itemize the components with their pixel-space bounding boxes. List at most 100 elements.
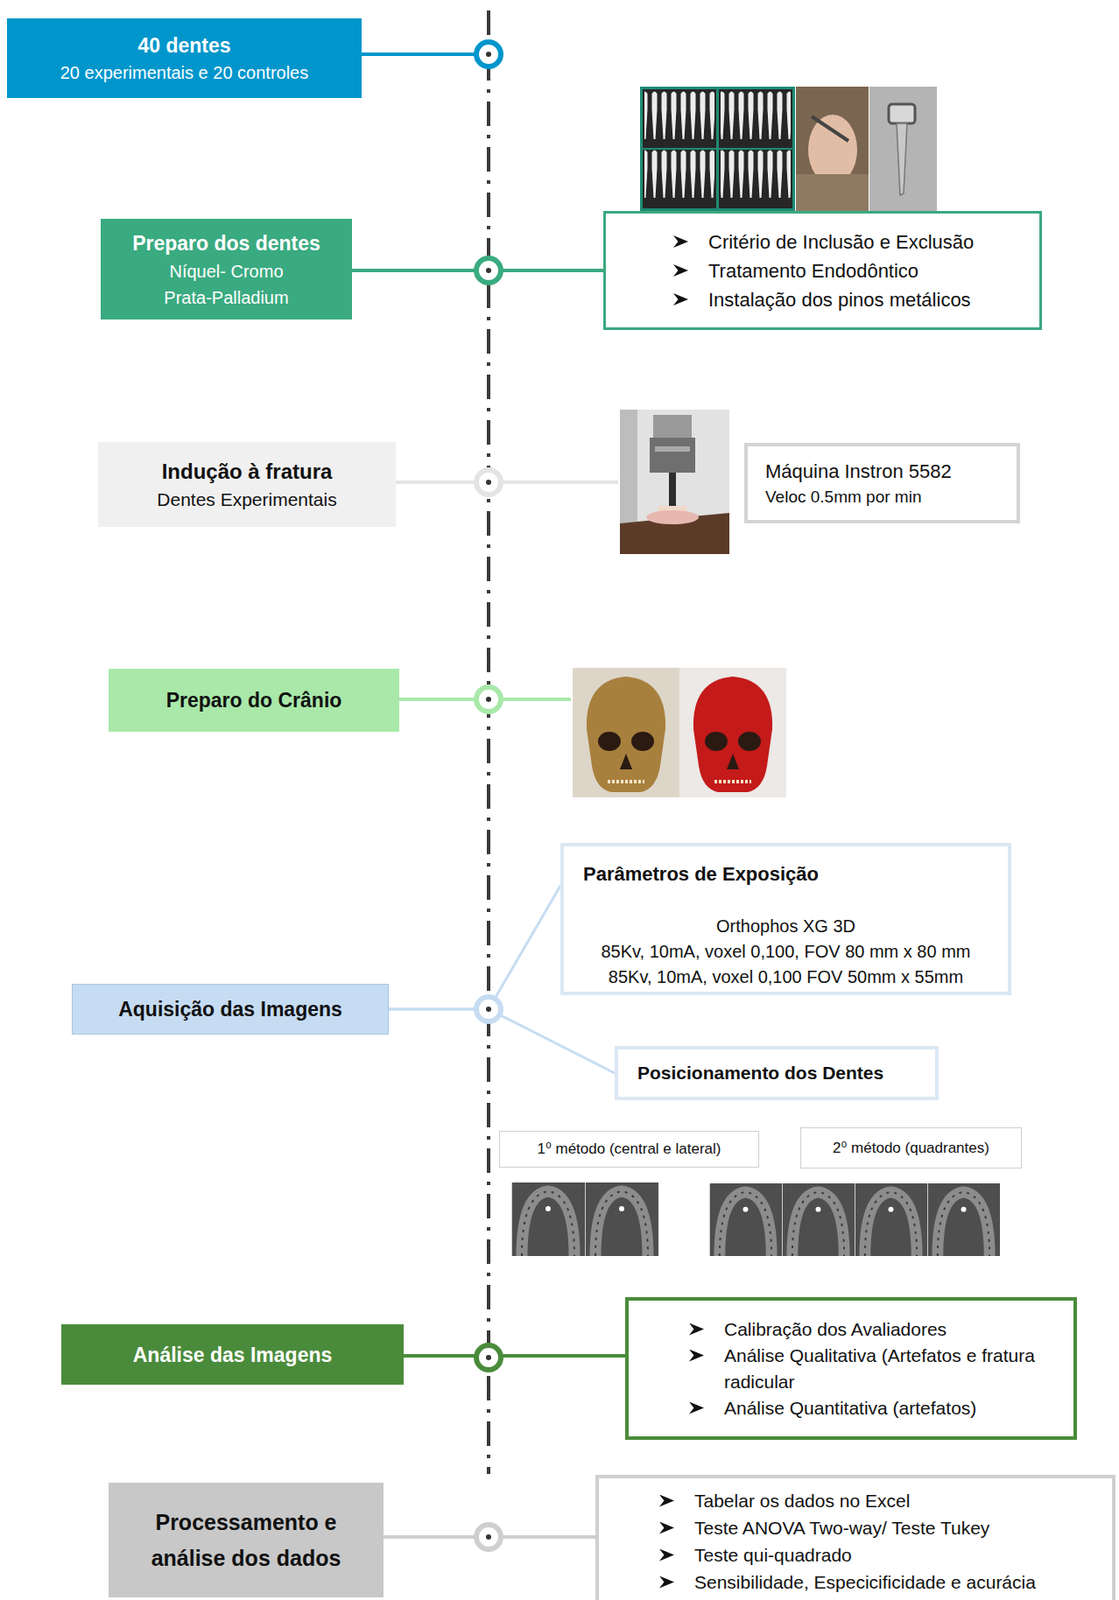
timeline-box: Análise das Imagens — [61, 1324, 404, 1386]
timeline-box: 2⁰ método (quadrantes) — [800, 1127, 1022, 1169]
skull-photos — [572, 668, 787, 798]
cbct-slices — [781, 1183, 855, 1257]
instron-photo — [619, 409, 730, 555]
timeline-box: Preparo dos dentesNíquel- CromoPrata-Pal… — [100, 218, 352, 320]
timeline-box: 1⁰ método (central e lateral) — [499, 1131, 760, 1169]
timeline-marker-dots — [485, 696, 492, 703]
teeth-photos — [811, 116, 849, 141]
bullet-item: Teste ANOVA Two-way/ Teste Tukey — [694, 1514, 1112, 1542]
leader-lines — [361, 52, 489, 57]
timeline-marker-dots — [485, 267, 492, 274]
timeline-box: Tabelar os dados no ExcelTeste ANOVA Two… — [595, 1475, 1116, 1600]
bullet-item: Critério de Inclusão e Exclusão — [708, 227, 1040, 257]
instron-photo — [668, 472, 676, 508]
box-text: Indução à fratura — [98, 457, 396, 487]
timeline-markers — [476, 687, 501, 712]
timeline-markers — [476, 258, 501, 283]
skull-photos — [586, 676, 666, 793]
cbct-slices — [709, 1183, 782, 1257]
timeline-box: Parâmetros de ExposiçãoOrthophos XG 3D85… — [560, 843, 1012, 996]
teeth-photos — [642, 149, 717, 209]
timeline-box: Preparo do Crânio — [108, 668, 400, 732]
timeline-markers — [476, 42, 501, 1550]
timeline-connector — [403, 1354, 626, 1359]
box-text: 1⁰ método (central e lateral) — [499, 1139, 759, 1161]
timeline-box: Aquisição das Imagens — [71, 984, 389, 1035]
timeline-marker-dots — [485, 1355, 492, 1361]
cbct-slices — [584, 1182, 659, 1257]
box-text: Posicionamento dos Dentes — [618, 1060, 936, 1087]
timeline-box: Máquina Instron 5582Veloc 0.5mm por min — [744, 443, 1021, 524]
box-text: Orthophos XG 3D — [563, 914, 1008, 940]
box-text: Veloc 0.5mm por min — [765, 485, 1017, 510]
box-text: 20 experimentais e 20 controles — [7, 59, 362, 86]
teeth-photos — [795, 86, 869, 212]
timeline-marker-dots — [485, 51, 492, 1541]
teeth-photos — [720, 89, 791, 148]
teeth-photos — [720, 149, 791, 209]
bullet-item: Análise Quantitativa (artefatos) — [724, 1395, 1074, 1422]
teeth-photos — [640, 86, 796, 212]
timeline-markers — [476, 470, 501, 495]
timeline-box: Indução à fraturaDentes Experimentais — [98, 442, 396, 528]
timeline-axis — [486, 10, 491, 1475]
teeth-photos — [640, 86, 937, 212]
cbct-slices — [511, 1182, 1000, 1257]
cbct-slices — [511, 1182, 585, 1257]
instron-photo — [654, 446, 690, 452]
bullet-item: Teste qui-quadrado — [694, 1541, 1112, 1570]
timeline-marker-dots — [485, 1006, 492, 1013]
box-text: Níquel- Cromo — [100, 258, 352, 285]
box-text: Dentes Experimentais — [98, 486, 396, 514]
box-text: 85Kv, 10mA, voxel 0,100 FOV 50mm x 55mm — [563, 964, 1008, 991]
box-text: Processamento e análise dos dados — [108, 1505, 384, 1577]
skull-photos — [679, 668, 787, 798]
bullet-item: Instalação dos pinos metálicos — [708, 285, 1040, 315]
teeth-photos — [869, 86, 937, 212]
timeline-box: Processamento e análise dos dados — [108, 1483, 384, 1598]
teeth-photos — [795, 174, 869, 212]
box-text: Parâmetros de Exposição — [563, 862, 1008, 887]
timeline-connector — [388, 1009, 615, 1074]
timeline-box: Calibração dos AvaliadoresAnálise Qualit… — [625, 1297, 1077, 1441]
timeline-markers — [476, 1345, 501, 1371]
teeth-photos — [718, 149, 793, 209]
instron-photo — [646, 510, 699, 525]
skull-photos — [693, 676, 773, 793]
timeline-marker-dots — [485, 479, 492, 486]
timeline-box: Critério de Inclusão e ExclusãoTratament… — [603, 211, 1042, 331]
timeline-box: Posicionamento dos Dentes — [614, 1046, 939, 1101]
teeth-photos — [642, 89, 717, 148]
box-text: 85Kv, 10mA, voxel 0,100, FOV 80 mm x 80 … — [563, 939, 1008, 965]
box-text: Preparo dos dentes — [100, 228, 352, 259]
bullet-item: Análise Qualitativa (Artefatos e fratura… — [724, 1343, 1074, 1396]
skull-photos — [572, 668, 680, 798]
instron-photo — [653, 415, 692, 438]
instron-photo — [619, 409, 730, 555]
leader-lines — [395, 480, 619, 485]
timeline-markers — [476, 997, 501, 1022]
teeth-photos — [644, 89, 715, 148]
teeth-photos — [896, 123, 908, 196]
bullet-item: Calibração dos Avaliadores — [724, 1316, 1074, 1344]
teeth-photos — [888, 104, 915, 124]
box-text: 40 dentes — [7, 31, 362, 60]
timeline-box: 40 dentes20 experimentais e 20 controles — [7, 18, 362, 99]
box-text: Preparo do Crânio — [108, 686, 400, 715]
box-text: 2⁰ método (quadrantes) — [801, 1138, 1021, 1160]
timeline-marker-dots — [485, 1534, 492, 1541]
bullet-item: Tratamento Endodôntico — [708, 256, 1040, 286]
cbct-slices — [854, 1183, 928, 1257]
timeline-connector — [388, 886, 561, 1010]
teeth-photos — [718, 89, 793, 148]
box-text: Prata-Palladium — [100, 284, 352, 311]
bullet-item: Sensibilidade, Especicificidade e acurác… — [694, 1569, 1112, 1597]
box-text: Análise das Imagens — [61, 1341, 404, 1370]
teeth-photos — [644, 149, 715, 209]
timeline-markers — [476, 1525, 501, 1550]
timeline-marker-dots — [485, 51, 492, 57]
box-text: Máquina Instron 5582 — [765, 457, 1017, 486]
bullet-item: Tabelar os dados no Excel — [694, 1487, 1112, 1515]
timeline-connector — [383, 1535, 596, 1540]
